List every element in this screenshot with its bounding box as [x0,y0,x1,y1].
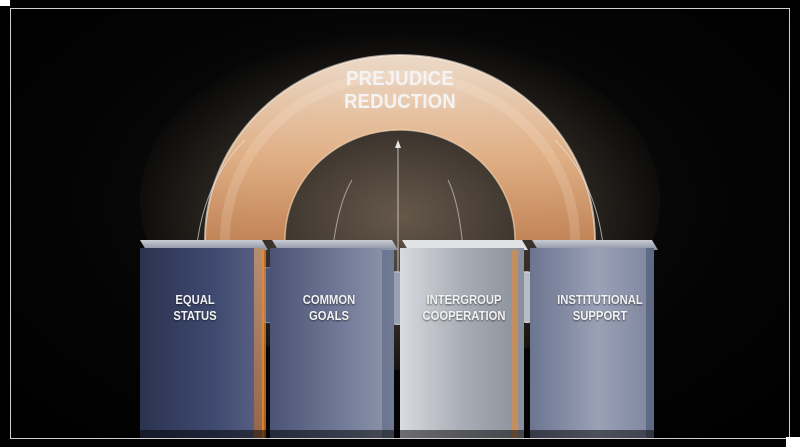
frame-corner-top-left [0,0,10,6]
pillar-institutional-support [530,240,658,438]
pillar-intergroup-cooperation [400,240,543,438]
pillar-label-line: STATUS [173,309,217,323]
pillar-label-line: SUPPORT [572,309,628,323]
title-line-2: REDUCTION [344,91,456,113]
pillar-common-goals [270,240,414,438]
pillar-label-common-goals: COMMON GOALS [289,292,370,324]
pillar-label-line: INSTITUTIONAL [557,293,643,307]
arrow-up-icon [395,140,401,148]
pillar-label-equal-status: EQUAL STATUS [155,292,236,324]
title-line-1: PREJUDICE [346,68,454,90]
pillar-label-intergroup-cooperation: INTERGROUP COOPERATION [412,292,516,324]
pillar-label-institutional-support: INSTITUTIONAL SUPPORT [548,292,652,324]
pillar-label-line: EQUAL [175,293,215,307]
diagram-title: PREJUDICE REDUCTION [308,68,492,114]
frame-corner-bottom-right [786,437,800,447]
pillar-label-line: COMMON [302,293,356,307]
pillar-equal-status [140,240,285,438]
pillar-label-line: INTERGROUP [426,293,502,307]
pillar-label-line: COOPERATION [422,309,506,323]
pillar-label-line: GOALS [308,309,349,323]
arch [205,55,595,240]
